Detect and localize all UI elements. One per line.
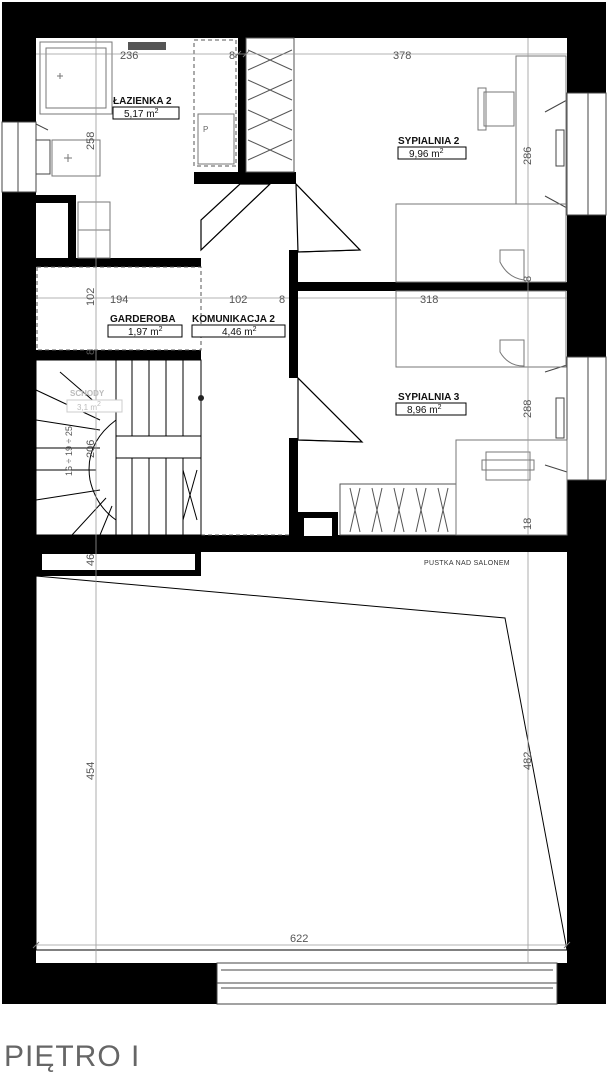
dim-378: 378 xyxy=(393,50,411,62)
dimension-ticks xyxy=(32,50,571,949)
room-name-bathroom: ŁAZIENKA 2 xyxy=(113,96,172,107)
dim-194: 194 xyxy=(110,294,128,306)
wardrobe-hatch-upper xyxy=(245,37,295,173)
area-box-bedroom3 xyxy=(395,402,467,416)
floor-title: PIĘTRO I xyxy=(4,1040,141,1073)
stair-steps-dim: 16 ÷ 19 ÷ 25 xyxy=(64,426,74,476)
void-opening xyxy=(42,554,195,570)
dim-622: 622 xyxy=(290,933,308,945)
boiler-label: P xyxy=(203,125,208,134)
dim-46: 46 xyxy=(85,554,97,566)
room-area-bedroom2: 9,96 m2 xyxy=(409,148,444,160)
dim-8-right: 8 xyxy=(522,276,534,282)
void-label: PUSTKA NAD SALONEM xyxy=(424,560,510,567)
room-area-bedroom3: 8,96 m2 xyxy=(407,404,442,416)
dim-454: 454 xyxy=(85,762,97,780)
area-box-stairs xyxy=(66,399,123,413)
dim-8-mid: 8 xyxy=(279,294,285,306)
stair-railing-post xyxy=(198,395,204,401)
dim-8-top: 8 xyxy=(229,50,235,62)
room-name-stairs: SCHODY xyxy=(70,389,105,398)
door-swings xyxy=(200,182,364,443)
area-box-bathroom xyxy=(112,106,180,120)
dim-102-mid: 102 xyxy=(229,294,247,306)
room-name-bedroom2: SYPIALNIA 2 xyxy=(398,136,460,147)
room-name-bedroom3: SYPIALNIA 3 xyxy=(398,392,460,403)
area-box-bedroom2 xyxy=(397,146,467,160)
room-area-wardrobe: 1,97 m2 xyxy=(128,326,163,338)
room-area-bathroom: 5,17 m2 xyxy=(124,108,159,120)
room-name-corridor: KOMUNIKACJA 2 xyxy=(192,314,275,325)
shaft-opening xyxy=(304,518,332,536)
void-outline xyxy=(35,575,568,951)
door-lines xyxy=(200,183,364,443)
dim-8-stairs: 8 xyxy=(85,349,97,355)
dim-18: 18 xyxy=(522,518,534,530)
area-box-wardrobe xyxy=(107,324,183,338)
area-box-corridor xyxy=(191,324,286,338)
dim-286: 286 xyxy=(522,147,534,165)
dimension-lines xyxy=(36,38,567,963)
window-details xyxy=(17,93,589,989)
dim-102-left: 102 xyxy=(85,288,97,306)
dim-258: 258 xyxy=(85,132,97,150)
room-area-corridor: 4,46 m2 xyxy=(222,326,257,338)
dim-318: 318 xyxy=(420,294,438,306)
outer-walls xyxy=(2,2,606,1004)
dim-482: 482 xyxy=(522,752,534,770)
room-area-stairs: 3,1 m2 xyxy=(77,401,101,412)
room-name-wardrobe: GARDEROBA xyxy=(110,314,176,325)
dim-236: 236 xyxy=(120,50,138,62)
shower-plus-icon xyxy=(57,73,72,162)
staircase xyxy=(35,359,202,536)
bathroom-fixtures xyxy=(39,41,235,259)
bedroom-furniture xyxy=(395,55,568,536)
dim-288: 288 xyxy=(522,400,534,418)
dim-206: 206 xyxy=(85,440,97,458)
wardrobe-hatch-lower xyxy=(339,483,457,536)
dashed-partitions xyxy=(36,39,289,536)
